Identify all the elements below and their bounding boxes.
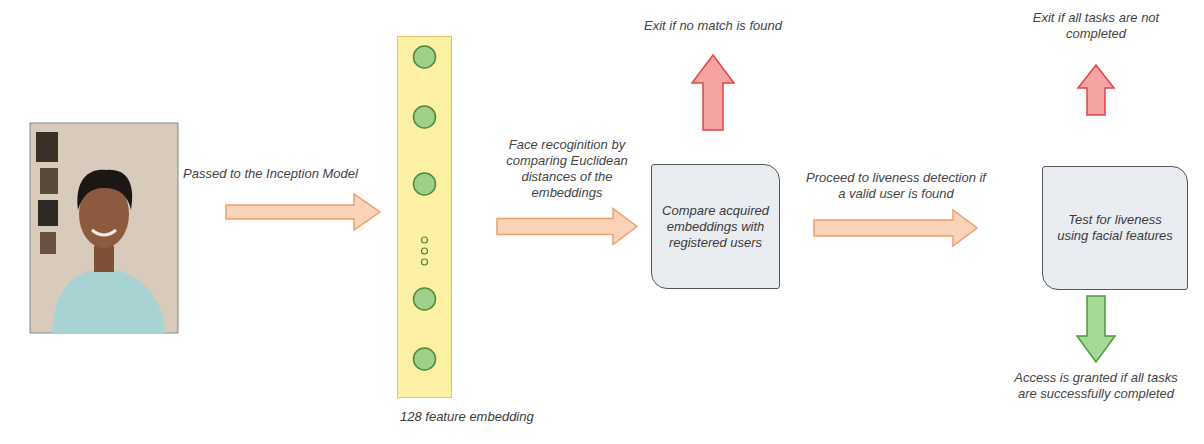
box-text: Compare acquired embeddings with registe…	[662, 203, 769, 251]
embedding-unit	[414, 106, 436, 128]
ellipsis-dot	[422, 237, 428, 243]
exit-arrow	[692, 55, 734, 130]
exit-arrow	[1078, 65, 1114, 115]
person-shirt	[52, 268, 166, 333]
exit-note: Exit if no match is found	[618, 18, 808, 34]
embedding-unit	[414, 173, 436, 195]
embedding-caption: 128 feature embedding	[400, 409, 534, 425]
person-hair	[77, 170, 132, 210]
wall-frame	[40, 232, 56, 254]
photo-frame	[30, 123, 178, 333]
box-text: Test for liveness using facial features	[1053, 212, 1177, 244]
grant-note: Access is granted if all tasks are succe…	[1004, 370, 1188, 402]
ellipsis-dot	[422, 259, 428, 265]
process-box: Compare acquired embeddings with registe…	[651, 164, 780, 289]
edge-label: Face recoginition by comparing Euclidean…	[486, 137, 648, 201]
edge-label: Proceed to liveness detection if a valid…	[803, 170, 989, 202]
step-note: Passed to the Inception Model	[183, 166, 383, 182]
person-neck	[94, 246, 114, 272]
person-smile	[92, 230, 116, 235]
embedding-unit	[414, 288, 436, 310]
flow-arrow	[814, 210, 977, 246]
embedding-unit	[414, 348, 436, 370]
embedding-unit	[414, 46, 436, 68]
wall-frame	[40, 168, 58, 194]
wall-frame	[38, 200, 58, 226]
embedding-bar: 128 feature embedding	[397, 36, 452, 398]
user-photo	[30, 123, 178, 333]
exit-note: Exit if all tasks are not completed	[1010, 10, 1182, 42]
wall-frame	[36, 132, 58, 162]
ellipsis-dot	[422, 248, 428, 254]
grant-arrow	[1077, 296, 1115, 362]
flow-arrow	[497, 209, 637, 245]
process-box: Test for liveness using facial features	[1042, 166, 1188, 290]
input-arrow	[226, 194, 380, 230]
